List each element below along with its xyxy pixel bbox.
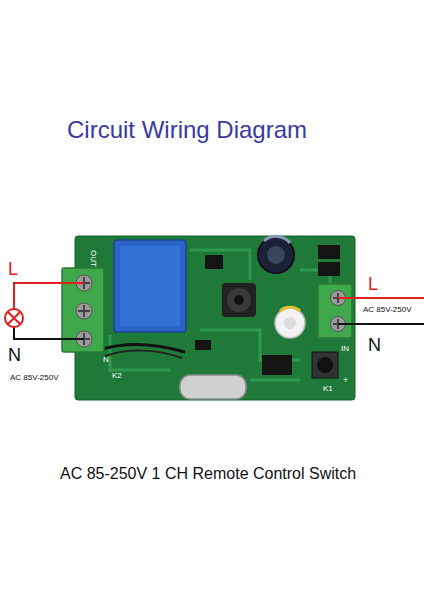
silkscreen-label: IN — [341, 345, 349, 354]
terminal-label: L — [8, 260, 18, 280]
inductor — [222, 283, 256, 317]
antenna-coil — [100, 344, 185, 358]
relay — [114, 240, 186, 332]
silkscreen-label: + — [343, 376, 348, 386]
silkscreen-label: OUT — [88, 250, 97, 267]
pcb-board — [75, 236, 355, 400]
silkscreen-label: K2 — [112, 372, 122, 381]
relay-face — [120, 246, 180, 326]
terminal-label: N — [368, 336, 381, 356]
silkscreen-label: K1 — [323, 385, 333, 394]
crystal — [180, 375, 246, 399]
voltage-label: AC 85V-250V — [362, 306, 412, 315]
live-wire — [338, 297, 424, 299]
neutral-wire — [338, 323, 424, 325]
live-wire — [14, 283, 84, 309]
capacitor — [258, 236, 294, 273]
voltage-label: AC 85V-250V — [10, 374, 58, 383]
silkscreen-label: N — [103, 356, 109, 365]
terminal-label: N — [8, 346, 21, 366]
terminal-block — [318, 284, 352, 338]
push-button — [312, 352, 338, 378]
terminal-label: L — [368, 275, 378, 295]
caption: AC 85-250V 1 CH Remote Control Switch — [60, 465, 356, 483]
capacitor — [275, 307, 305, 338]
neutral-wire — [14, 327, 84, 339]
diagram-title: Circuit Wiring Diagram — [67, 117, 307, 143]
lamp-symbol — [5, 309, 23, 327]
